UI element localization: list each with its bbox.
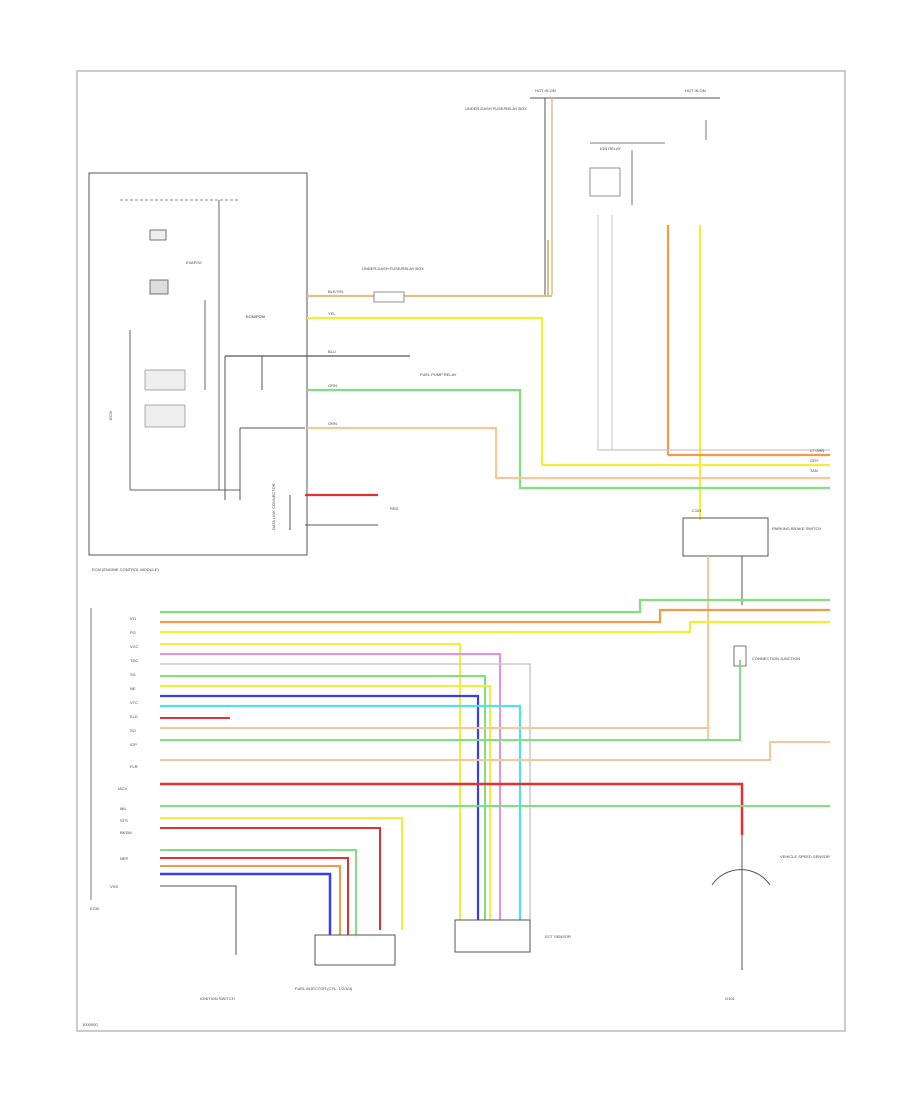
pin-label: MIL (120, 806, 127, 811)
right-mid-label: CONNECTION JUNCTION (752, 656, 800, 661)
mid-connector-lower: FUEL PUMP RELAY (420, 372, 457, 377)
pin-label: SO (130, 728, 136, 733)
pin-label: VTC (130, 700, 138, 705)
pin-label: NE (130, 686, 136, 691)
hot-run-right: HOT IN ON (685, 88, 706, 93)
fuse-relay-area: HOT IN ON HOT IN ON UNDER-DASH FUSE/RELA… (465, 88, 720, 520)
pin-labels: IG1 PG VCC TDC SG NE VTC ELD SO IGP FLR … (110, 616, 139, 889)
wire-tags: BLK/YEL YEL BLU GRN ORN LT GRN GRY TAN (328, 289, 824, 473)
red-wire-target: RED (390, 506, 399, 511)
right-module-label: PARKING BRAKE SWITCH (772, 526, 821, 531)
ect-connector (454, 919, 531, 953)
hot-run-left: HOT IN ON (535, 88, 556, 93)
ecm-outline (88, 172, 308, 556)
gauge-right-label: VEHICLE SPEED SENSOR (780, 854, 830, 859)
sensor-center-label: FUEL INJECTOR (CYL. 1/2/3/4) (295, 986, 353, 991)
right-module-connector: C101 (692, 508, 702, 513)
ecm-output-harness: UNDER-DASH FUSE/RELAY BOX FUEL PUMP RELA… (305, 266, 830, 526)
pin-label: TDC (130, 658, 138, 663)
ecm-vertical-text-2: DATA LINK CONNECTOR (271, 483, 276, 530)
fuse-block-left: UNDER-DASH FUSE/RELAY BOX (465, 106, 527, 111)
relay-right: IGN RELAY (600, 146, 621, 151)
wire-tag: TAN (810, 468, 818, 473)
sensor-right-label: ECT SENSOR (545, 934, 571, 939)
pin-label: ELD (130, 714, 138, 719)
wire-tag: LT GRN (810, 448, 824, 453)
ecm-title: ECM/PCM (246, 314, 265, 319)
pin-label: VCC (130, 644, 139, 649)
pin-label: NEP (120, 856, 129, 861)
wire-tag: BLU (328, 349, 336, 354)
pin-label: IG1 (130, 616, 137, 621)
wire-tag: ORN (328, 421, 337, 426)
pin-label: FLR (130, 764, 138, 769)
wire-tag: YEL (328, 311, 336, 316)
wire-tag: BLK/YEL (328, 289, 345, 294)
left-bottom-label: ECM (90, 906, 99, 911)
right-module: PARKING BRAKE SWITCH C101 CONNECTION JUN… (682, 508, 821, 740)
ground-right-label: G101 (725, 996, 736, 1001)
right-module-box (682, 517, 769, 557)
pin-label: PG (130, 630, 136, 635)
wire-tag: GRN (328, 383, 337, 388)
page-label: 1000000 (82, 1022, 98, 1027)
sensor-left-label: IGNITION SWITCH (200, 996, 235, 1001)
injector-connector (314, 934, 396, 966)
pin-label: SG (130, 672, 136, 677)
speed-gauge (711, 869, 771, 886)
pin-label: IGP (130, 742, 137, 747)
diagram-border (76, 70, 846, 1032)
wire-tag: GRY (810, 458, 819, 463)
pin-label: IACV (118, 786, 128, 791)
pin-label: VSS (110, 884, 118, 889)
pin-label: BKSW (120, 830, 132, 835)
ecm-sub-label: EVAP/IG (186, 260, 202, 265)
lower-harness (90, 598, 830, 940)
ecm-caption: ECM (ENGINE CONTROL MODULE) (92, 567, 159, 572)
ecm-vertical-text: ECM (108, 411, 113, 420)
mid-connector-top: UNDER-DASH FUSE/RELAY BOX (362, 266, 424, 271)
pin-label: STS (120, 818, 128, 823)
ecm-block: ECM/PCM ECM (ENGINE CONTROL MODULE) EVAP… (88, 172, 410, 572)
relay-box (589, 167, 621, 197)
bottom-components: FUEL INJECTOR (CYL. 1/2/3/4) IGNITION SW… (90, 835, 830, 1001)
